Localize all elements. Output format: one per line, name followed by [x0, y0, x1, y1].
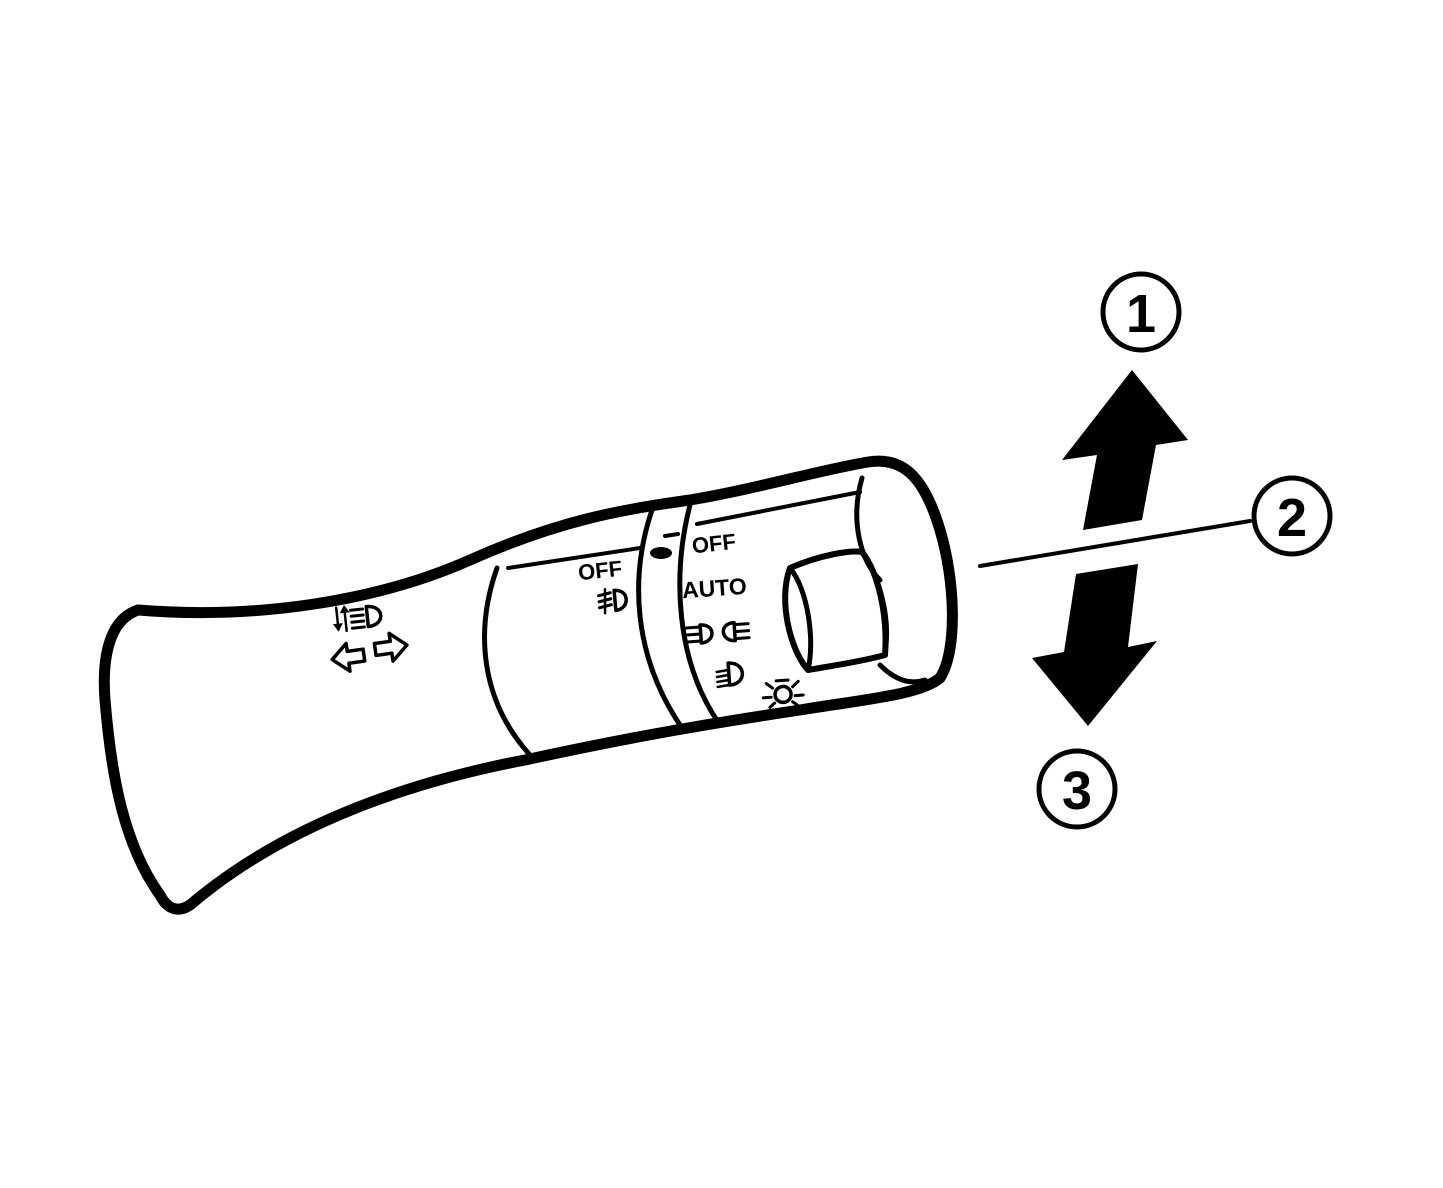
callout-2-number: 2 — [1277, 488, 1307, 548]
ring-divider-3 — [677, 502, 721, 725]
headlight-icon-small — [715, 661, 745, 689]
lever-body — [98, 455, 958, 915]
fog-off-label: OFF — [577, 556, 623, 585]
down-arrow — [1032, 564, 1157, 726]
up-arrow — [1062, 370, 1188, 530]
parking-lamp-icon — [761, 678, 805, 709]
headlight-band-line — [695, 490, 862, 526]
callout-1-number: 1 — [1126, 284, 1156, 344]
headlight-auto-label: AUTO — [681, 573, 747, 603]
end-knob-ridge — [860, 550, 890, 657]
headlight-beam-icon — [332, 604, 383, 633]
ring-divider-1 — [482, 565, 533, 758]
headlight-off-label: OFF — [691, 529, 737, 558]
callout-2: 2 — [1251, 475, 1333, 557]
ring-divider-5 — [877, 662, 928, 685]
turn-signal-arrows-icon — [330, 631, 409, 673]
center-marker-dot — [650, 547, 672, 559]
ring-divider-2 — [636, 507, 685, 731]
low-beam-headlight-icon — [684, 620, 751, 645]
fog-band-line — [506, 546, 642, 570]
callout-1: 1 — [1100, 271, 1182, 353]
front-fog-light-icon — [597, 587, 628, 615]
callout-2-leader — [978, 519, 1252, 568]
callout-3: 3 — [1036, 748, 1118, 830]
center-marker-line — [663, 532, 680, 538]
callout-3-number: 3 — [1062, 761, 1092, 821]
end-knob-inner — [787, 565, 814, 673]
